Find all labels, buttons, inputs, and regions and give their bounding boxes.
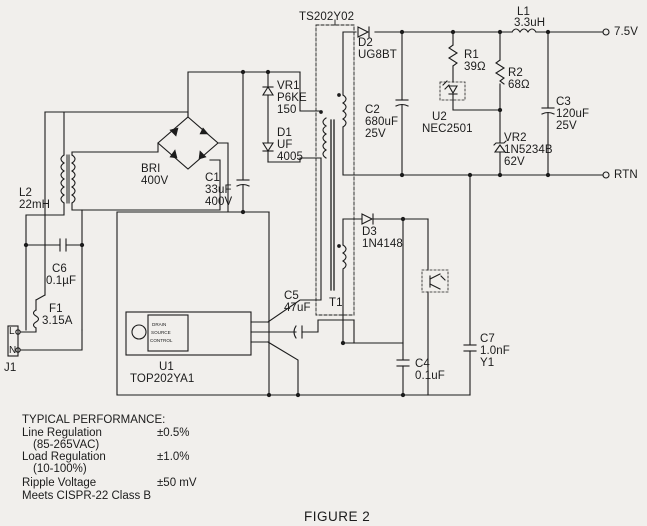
output-voltage-label: 7.5V bbox=[614, 26, 639, 38]
d1-part: UF bbox=[277, 139, 293, 151]
vr1-part: P6KE bbox=[277, 92, 307, 104]
output-section bbox=[342, 26, 610, 179]
l1-value: 3.3uH bbox=[514, 17, 546, 29]
c7-value: 1.0nF bbox=[480, 345, 510, 357]
l2-ref: L2 bbox=[19, 187, 32, 199]
svg-text:CONTROL: CONTROL bbox=[150, 338, 173, 343]
c7-class: Y1 bbox=[480, 357, 495, 369]
j1-pin-n: N bbox=[9, 345, 17, 356]
u2-ref: U2 bbox=[432, 111, 447, 123]
vr1-ref: VR1 bbox=[277, 80, 300, 92]
d1-value: 4005 bbox=[277, 151, 303, 163]
performance-title: TYPICAL PERFORMANCE: bbox=[22, 414, 166, 426]
d3-part: 1N4148 bbox=[362, 238, 403, 250]
bias-feedback bbox=[340, 174, 477, 398]
c3-ref: C3 bbox=[556, 96, 571, 108]
bridge-rating: 400V bbox=[141, 175, 169, 187]
perf-label-load-range: (10-100%) bbox=[33, 463, 87, 475]
perf-compliance: Meets CISPR-22 Class B bbox=[22, 490, 152, 502]
u1-ref: U1 bbox=[159, 361, 174, 373]
d2-ref: D2 bbox=[358, 37, 373, 49]
transformer-t1 bbox=[315, 19, 355, 316]
c3-rating: 25V bbox=[556, 120, 577, 132]
r1-value: 39Ω bbox=[464, 61, 486, 73]
bridge-ref: BRI bbox=[141, 163, 161, 175]
perf-label-load-regulation: Load Regulation bbox=[22, 451, 106, 463]
perf-label-line-regulation: Line Regulation bbox=[22, 427, 102, 439]
c4-value: 0.1uF bbox=[415, 370, 445, 382]
j1-pin-l: L bbox=[9, 326, 15, 337]
c7-ref: C7 bbox=[480, 333, 495, 345]
c6-ref: C6 bbox=[52, 263, 67, 275]
c1-ref: C1 bbox=[205, 172, 220, 184]
svg-text:SOURCE: SOURCE bbox=[151, 330, 171, 335]
r1-ref: R1 bbox=[464, 49, 479, 61]
perf-value-line-regulation: ±0.5% bbox=[157, 427, 190, 439]
u2-part: NEC2501 bbox=[422, 123, 473, 135]
vr2-ref: VR2 bbox=[504, 132, 527, 144]
c6-value: 0.1µF bbox=[46, 275, 77, 287]
vr1-value: 150 bbox=[277, 104, 297, 116]
c5-ref: C5 bbox=[284, 290, 299, 302]
l2-value: 22mH bbox=[19, 199, 51, 211]
c2-rating: 25V bbox=[365, 128, 386, 140]
perf-value-load-regulation: ±1.0% bbox=[157, 451, 190, 463]
u1-part: TOP202YA1 bbox=[130, 373, 195, 385]
d2-part: UG8BT bbox=[358, 49, 397, 61]
output-return-label: RTN bbox=[614, 169, 638, 181]
f1-ref: F1 bbox=[49, 303, 63, 315]
svg-text:DRAIN: DRAIN bbox=[152, 322, 166, 327]
c1-value: 33uF bbox=[205, 184, 232, 196]
vr2-value: 62V bbox=[504, 156, 525, 168]
bridge-and-clamp bbox=[157, 69, 322, 396]
perf-label-line-range: (85-265VAC) bbox=[33, 439, 100, 451]
perf-value-ripple: ±50 mV bbox=[157, 477, 197, 489]
figure-caption: FIGURE 2 bbox=[304, 509, 371, 524]
j1-ref: J1 bbox=[4, 362, 17, 374]
perf-label-ripple: Ripple Voltage bbox=[22, 477, 97, 489]
c2-value: 680uF bbox=[365, 116, 399, 128]
l1-ref: L1 bbox=[517, 6, 530, 18]
switch-area: DRAIN SOURCE CONTROL bbox=[116, 157, 429, 398]
vr2-part: 1N5234B bbox=[504, 144, 553, 156]
r2-value: 68Ω bbox=[508, 79, 530, 91]
transformer-part: TS202Y02 bbox=[299, 11, 355, 23]
input-filter bbox=[7, 111, 221, 357]
c1-rating: 400V bbox=[205, 196, 233, 208]
c5-value: 47uF bbox=[284, 302, 311, 314]
r2-ref: R2 bbox=[508, 67, 523, 79]
c3-value: 120uF bbox=[556, 108, 590, 120]
d3-ref: D3 bbox=[362, 226, 377, 238]
transformer-ref: T1 bbox=[329, 297, 343, 309]
f1-value: 3.15A bbox=[42, 315, 73, 327]
d1-ref: D1 bbox=[277, 127, 292, 139]
c4-ref: C4 bbox=[415, 358, 430, 370]
c2-ref: C2 bbox=[365, 104, 380, 116]
